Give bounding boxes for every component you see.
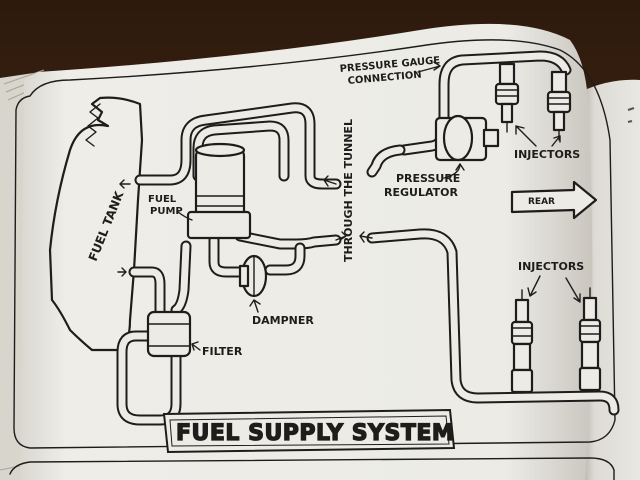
diagram-title-box: FUEL SUPPLY SYSTEM xyxy=(164,410,454,452)
injectors-top-label: INJECTORS xyxy=(514,148,580,161)
diagram-title: FUEL SUPPLY SYSTEM xyxy=(176,421,454,446)
pressure-regulator-label-line2: REGULATOR xyxy=(384,186,458,199)
filter-label: FILTER xyxy=(202,345,243,358)
injectors-bottom-label: INJECTORS xyxy=(518,260,584,273)
pressure-regulator-label-line1: PRESSURE xyxy=(396,172,460,185)
injector-rear-left xyxy=(512,290,532,392)
fuel-pump-label-line1: FUEL xyxy=(148,194,177,205)
dampner-label: DAMPNER xyxy=(252,314,314,327)
tunnel-label: THROUGH THE TUNNEL xyxy=(342,119,355,262)
injector-rear-right xyxy=(580,288,600,390)
rear-label: REAR xyxy=(528,197,555,207)
